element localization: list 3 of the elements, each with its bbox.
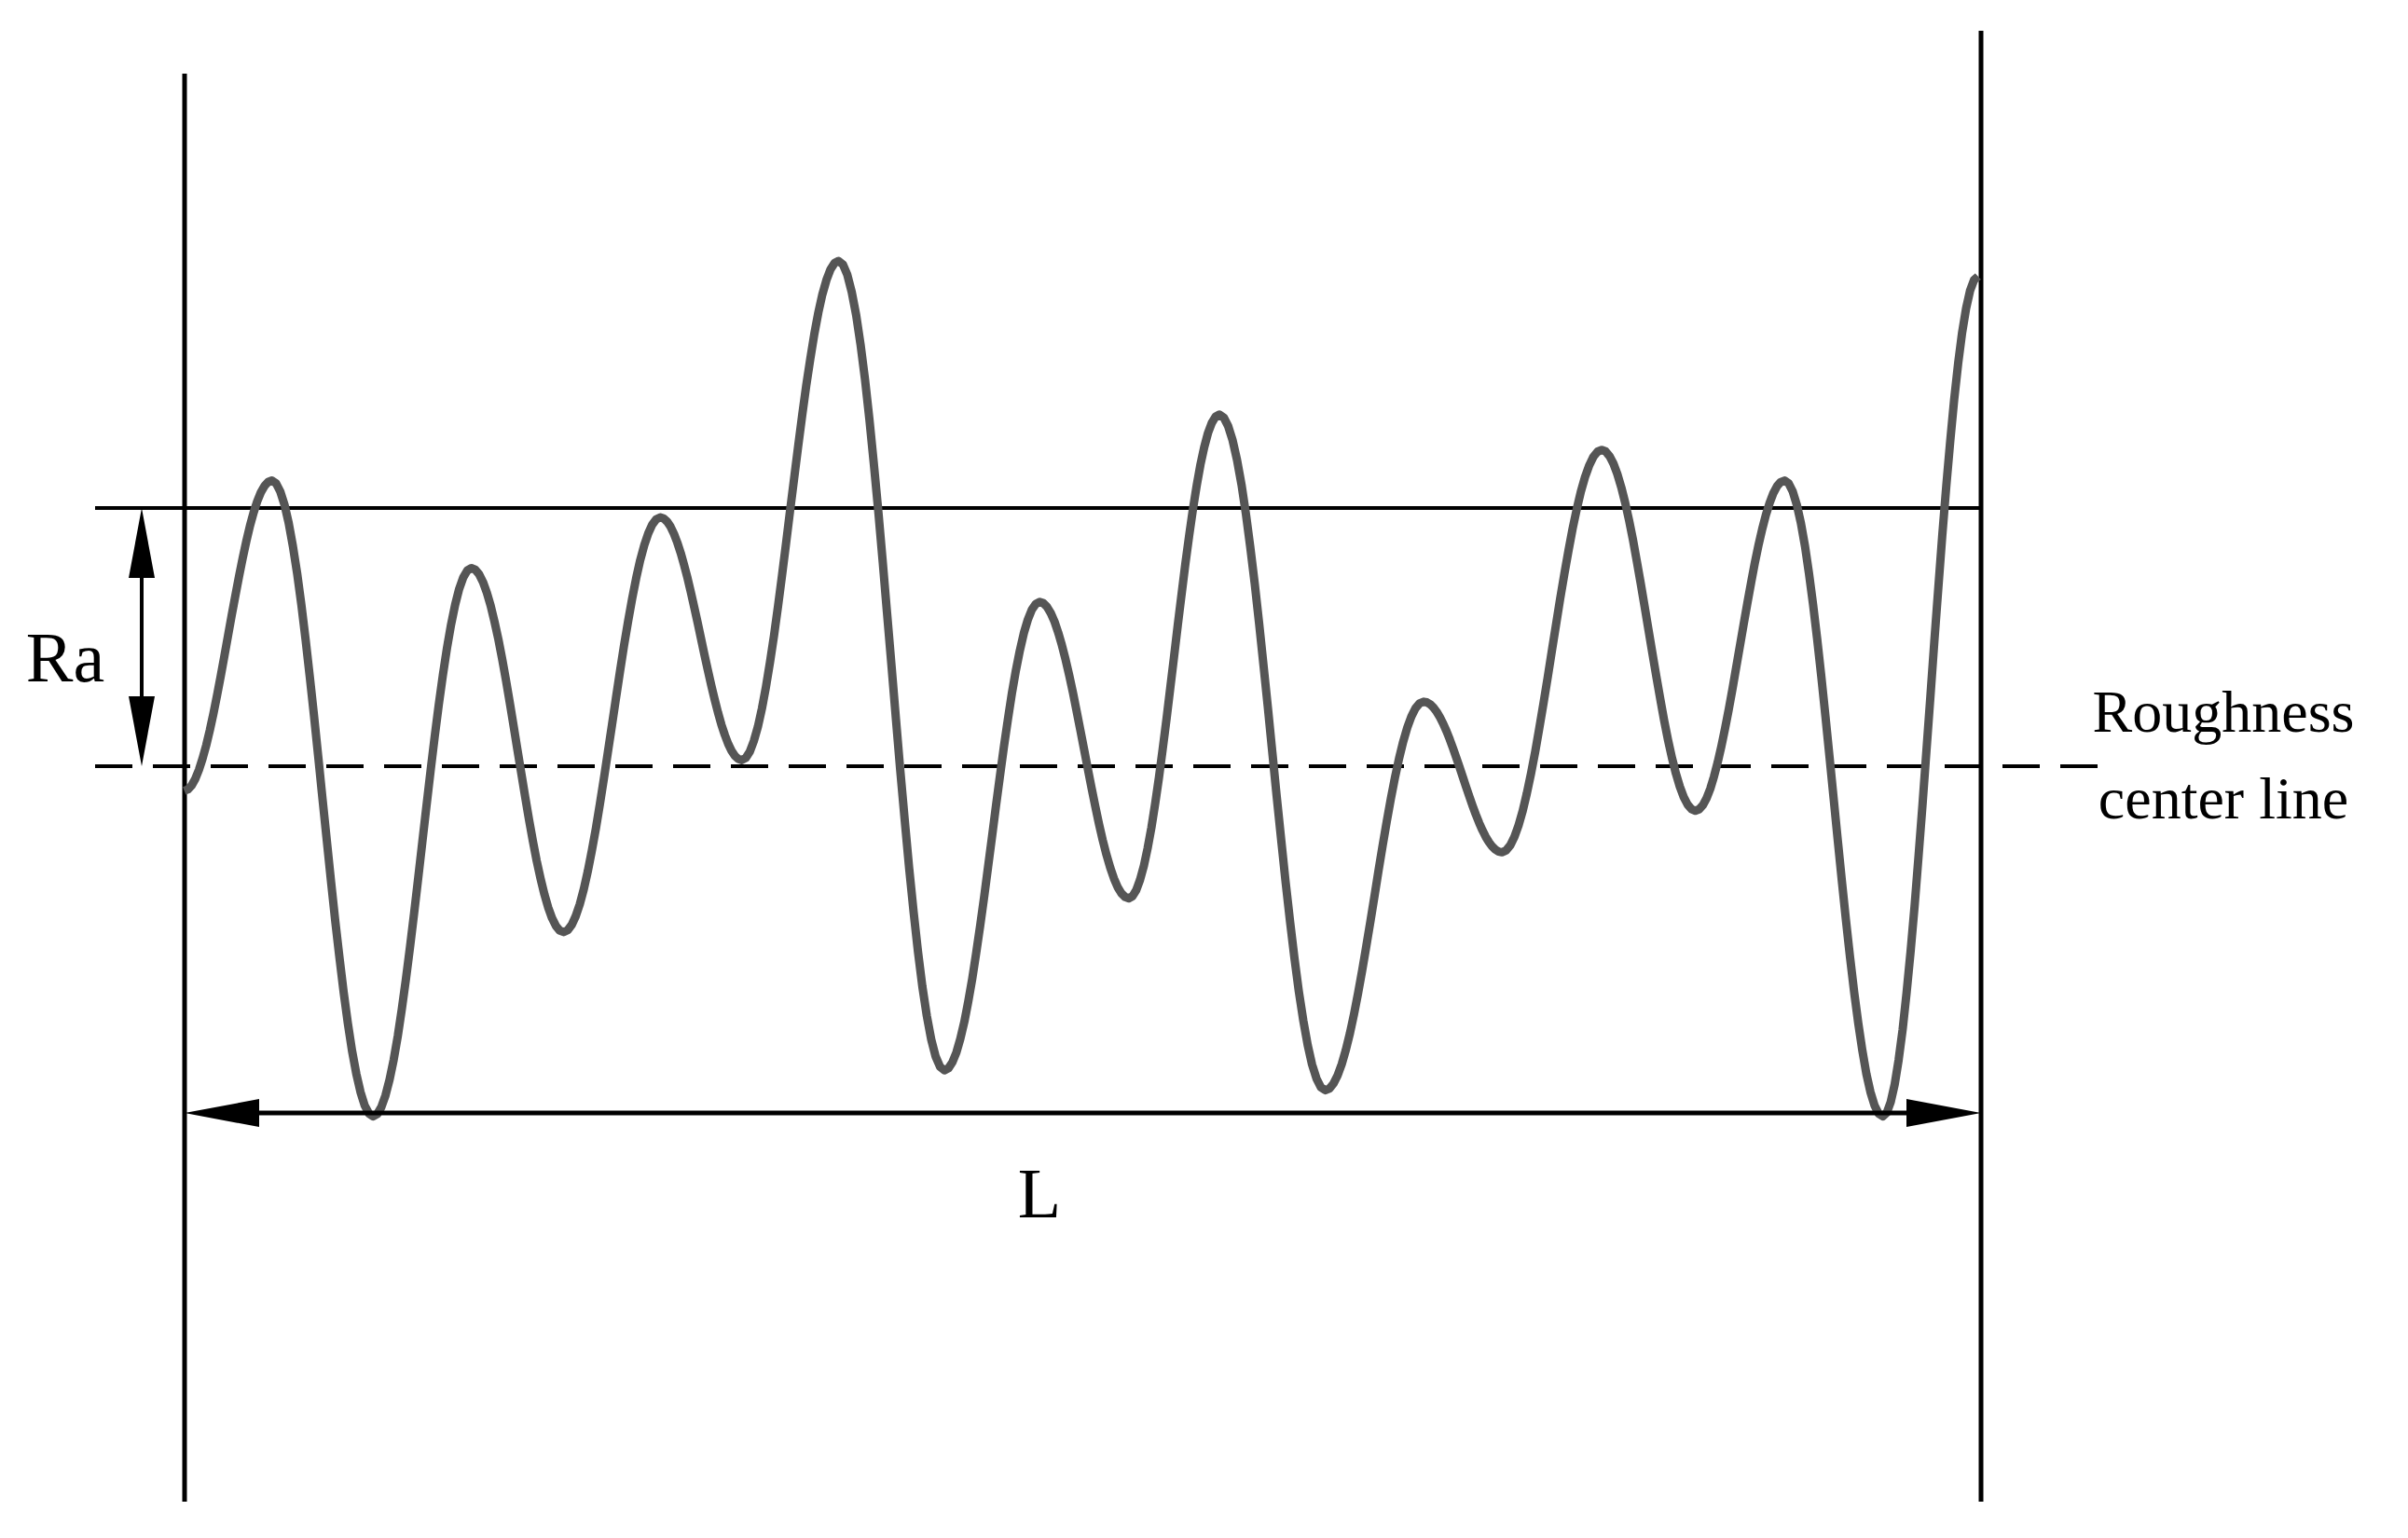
line-label: Roughness center line [2091,678,2356,833]
dimension-label: L [1016,1153,1063,1234]
dimension-label: Ra [24,617,106,698]
